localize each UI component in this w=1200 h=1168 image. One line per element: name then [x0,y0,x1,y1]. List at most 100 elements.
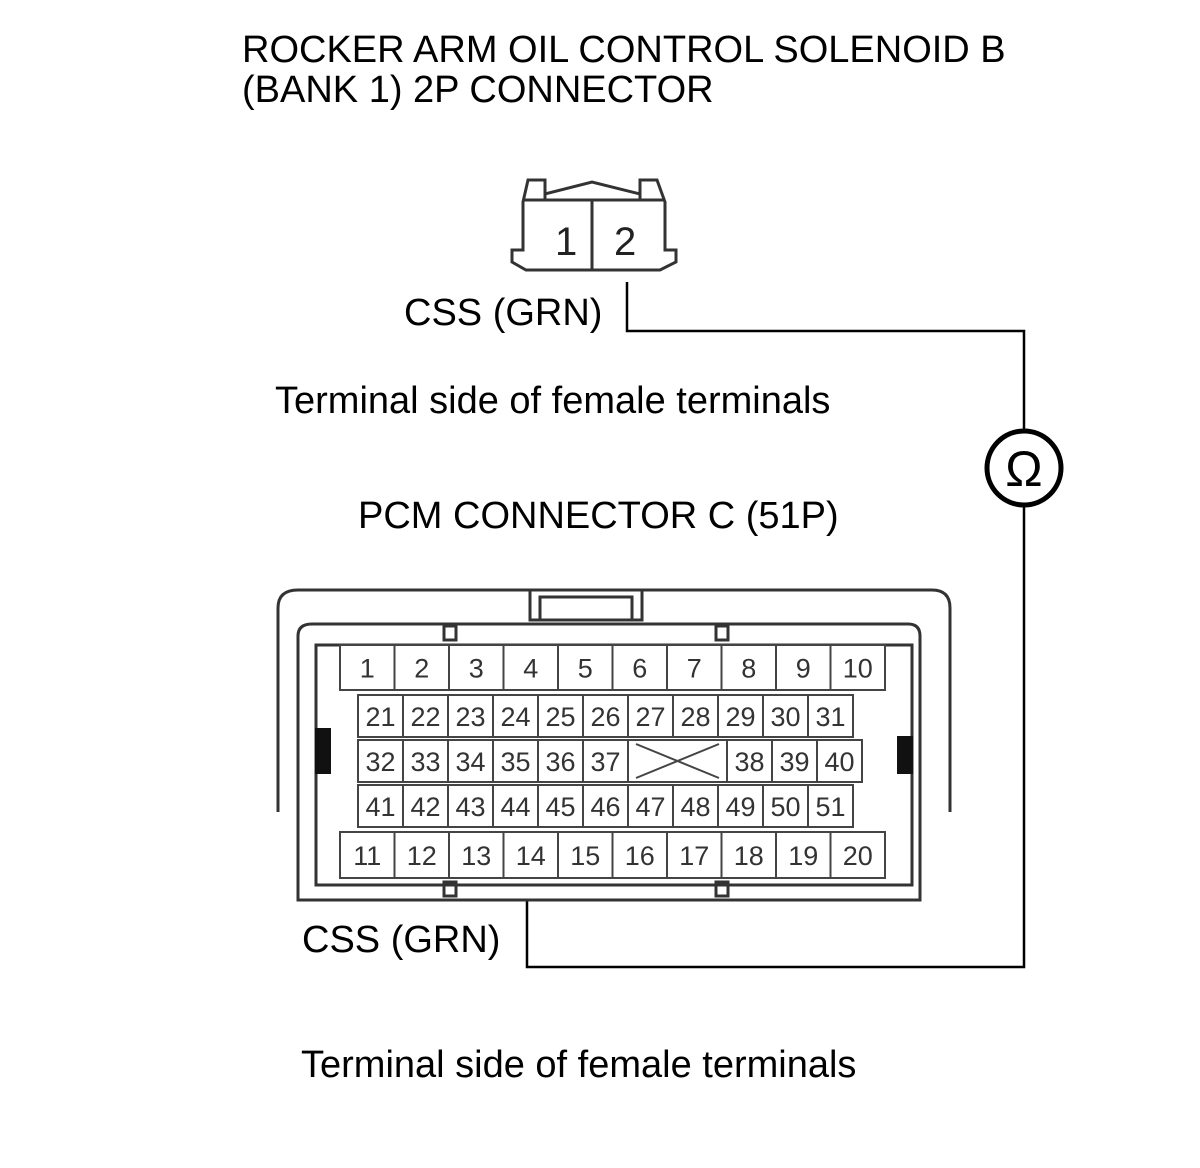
pcm-pin-cell [762,784,809,828]
pcm-pin-cell [502,644,559,691]
pcm-right-lock-tab [897,736,913,774]
pcm-pin-cell [807,784,854,828]
pcm-pin-cell [502,831,559,879]
pcm-pin-label: 6 [632,654,647,684]
pcm-pin-cell [611,831,668,879]
pcm-pin-label: 24 [500,702,530,732]
pcm-pin-label: 32 [365,747,395,777]
pcm-pin-cell [393,644,450,691]
pcm-pin-cell [357,739,404,783]
pcm-pin-cell [582,784,629,828]
pcm-pin-label: 28 [680,702,710,732]
pcm-pin-cell [666,644,723,691]
pcm-pin-label: 39 [779,747,809,777]
pcm-pin-label: 18 [734,841,764,871]
pcm-pin-cell [829,644,886,691]
pcm-pin-label: 21 [365,702,395,732]
pcm-pin-label: 5 [578,654,593,684]
pcm-pin-label: 50 [770,792,800,822]
pcm-pin-cell [807,694,854,738]
pcm-pin-label: 42 [410,792,440,822]
pcm-pin-cell [672,784,719,828]
pcm-pin-cell [717,694,764,738]
pcm-pin-label: 4 [523,654,538,684]
pcm-view-note: Terminal side of female terminals [301,1044,856,1086]
pcm-pin-label: 34 [455,747,485,777]
pcm-pin-cell [492,694,539,738]
ohmmeter-symbol: Ω [984,428,1064,508]
test-lead-wire [525,282,1026,969]
pcm-pin-label: 37 [590,747,620,777]
pcm-pin-label: 14 [516,841,546,871]
pcm-pin-label: 22 [410,702,440,732]
ohm-icon: Ω [1005,441,1042,497]
pcm-pin-label: 25 [545,702,575,732]
pcm-pin-label: 29 [725,702,755,732]
pcm-pin-cell [762,694,809,738]
pcm-pin-label: 47 [635,792,665,822]
pcm-pin-label: 46 [590,792,620,822]
pcm-pin-label: 26 [590,702,620,732]
solenoid-2p-connector [510,178,678,272]
pcm-pin-label: 45 [545,792,575,822]
pcm-pin-cell [402,739,449,783]
pcm-pin-cell [357,784,404,828]
solenoid-pin-2: 2 [614,220,636,264]
pcm-pin-label: 23 [455,702,485,732]
pcm-pin-cell [447,694,494,738]
pcm-pin-label: 11 [353,841,381,871]
pcm-pin-cell [448,831,505,879]
pcm-title: PCM CONNECTOR C (51P) [358,495,839,537]
pcm-pin-cell [816,739,863,783]
pcm-pin-cell [339,831,396,879]
pcm-pin-cell [611,644,668,691]
pcm-pin-label: 41 [365,792,395,822]
pcm-pin-label: 10 [843,654,873,684]
pcm-pin-cell [627,784,674,828]
pcm-pin-cell [492,784,539,828]
pcm-pin-label: 40 [824,747,854,777]
pcm-pin-cell [402,784,449,828]
pcm-pin-cell [720,644,777,691]
pcm-pin-cell [393,831,450,879]
pcm-pin-cell [775,831,832,879]
pcm-pin-cell [448,644,505,691]
pcm-blank-cross [635,743,720,779]
solenoid-title-line1: ROCKER ARM OIL CONTROL SOLENOID B [242,29,1006,71]
pcm-pin-label: 51 [815,792,845,822]
pcm-pin-label: 9 [796,654,811,684]
pcm-pin-label: 16 [625,841,655,871]
pcm-pin-cell [339,644,396,691]
pcm-pin-cell [557,831,614,879]
pcm-pin-cell [447,784,494,828]
pcm-pin-label: 17 [679,841,709,871]
pcm-pin-label: 12 [407,841,437,871]
pcm-pin-label: 13 [461,841,491,871]
pcm-pin-label: 27 [635,702,665,732]
pcm-pin-label: 2 [414,654,429,684]
pcm-pin-cell [720,831,777,879]
pcm-pin-label: 38 [734,747,764,777]
pcm-pin-cell [537,784,584,828]
pcm-pin-label: 48 [680,792,710,822]
pcm-wire-label: CSS (GRN) [302,919,500,961]
pcm-pin-label: 15 [570,841,600,871]
pcm-left-lock-tab [315,728,331,774]
pcm-pin-label: 36 [545,747,575,777]
solenoid-pin-1: 1 [555,220,577,264]
pcm-pin-label: 3 [469,654,484,684]
pcm-pin-label: 35 [500,747,530,777]
pcm-pin-cell [829,831,886,879]
pcm-pin-cell [582,739,629,783]
pcm-pin-cell [666,831,723,879]
pcm-pin-label: 31 [815,702,845,732]
pcm-pin-cell [717,784,764,828]
pcm-pin-label: 20 [843,841,873,871]
pcm-pin-label: 43 [455,792,485,822]
pcm-pin-label: 19 [788,841,818,871]
pcm-pin-label: 1 [360,654,375,684]
solenoid-title-line2: (BANK 1) 2P CONNECTOR [242,69,714,111]
pcm-pin-label: 44 [500,792,530,822]
